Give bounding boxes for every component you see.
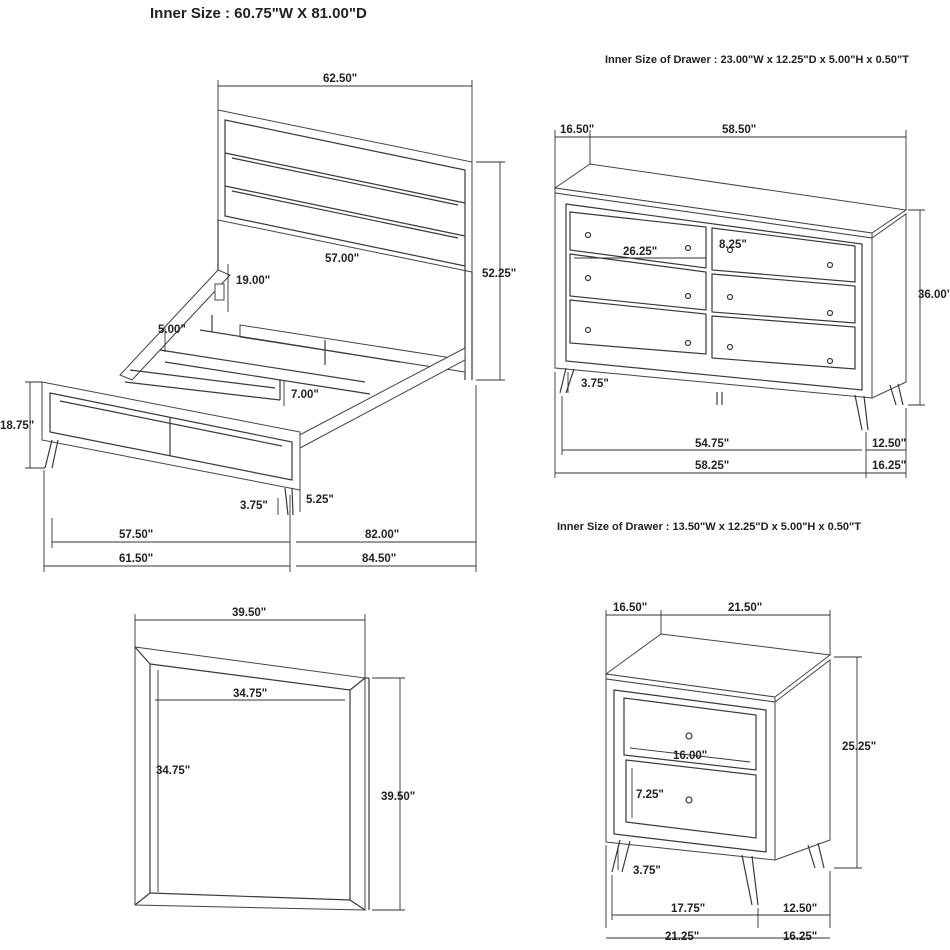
dresser-overall-width-label: 58.25" [695, 460, 729, 472]
nightstand-case-width-label: 17.75" [671, 903, 705, 915]
nightstand-drawer-height-label: 7.25" [636, 789, 664, 801]
dresser-overall-depth-label: 16.25" [872, 460, 906, 472]
dresser-base-depth-label: 12.50" [872, 438, 906, 450]
bed-center-leg-label: 7.00" [291, 389, 319, 401]
mirror-width-label: 39.50" [232, 607, 266, 619]
bed-inner-width-label: 57.50" [119, 529, 153, 541]
nightstand-overall-width-label: 21.25" [665, 931, 699, 943]
dresser-drawing: 16.50" 58.50" 36.00" 26.25" 8.25" 3.75" … [553, 124, 950, 478]
bed-rail-height-label: 19.00" [236, 275, 270, 287]
bed-inner-size-title: Inner Size : 60.75"W X 81.00"D [150, 5, 367, 22]
dresser-drawer-inner-size: Inner Size of Drawer : 23.00"W x 12.25"D… [605, 54, 909, 66]
bed-drawing: 62.50" 52.25" 57.00" 19.00" 5.00" 7.00" … [0, 73, 516, 572]
bed-panel-width-label: 57.00" [325, 253, 359, 265]
bed-footboard-height-label: 18.75" [0, 420, 34, 432]
nightstand-base-depth-label: 12.50" [783, 903, 817, 915]
nightstand-leg-height-label: 3.75" [633, 865, 661, 877]
bed-headboard-height-label: 52.25" [482, 268, 516, 280]
nightstand-drawer-width-label: 16.00" [673, 750, 707, 762]
bed-rail-drop-label: 5.25" [306, 494, 334, 506]
nightstand-top-width-label: 21.50" [728, 602, 762, 614]
dresser-drawer-height-label: 8.25" [719, 239, 747, 251]
mirror-inner-height-label: 34.75" [156, 765, 190, 777]
mirror-height-label: 39.50" [381, 791, 415, 803]
nightstand-top-depth-label: 16.50" [613, 602, 647, 614]
nightstand-height-label: 25.25" [842, 741, 876, 753]
bed-slat-gap-label: 5.00" [158, 324, 186, 336]
dresser-top-depth-label: 16.50" [560, 124, 594, 136]
nightstand-drawing: 16.50" 21.50" 25.25" 16.00" 7.25" 3.75" … [604, 602, 876, 943]
dresser-drawer-width-label: 26.25" [623, 246, 657, 258]
mirror-inner-width-label: 34.75" [233, 688, 267, 700]
dresser-leg-height-label: 3.75" [581, 378, 609, 390]
dresser-top-width-label: 58.50" [722, 124, 756, 136]
bed-leg-height-label: 3.75" [240, 500, 268, 512]
nightstand-drawer-inner-size: Inner Size of Drawer : 13.50"W x 12.25"D… [557, 521, 861, 533]
bed-headboard-width-label: 62.50" [323, 73, 357, 85]
dresser-height-label: 36.00" [918, 289, 950, 301]
bed-overall-length-label: 84.50" [362, 553, 396, 565]
nightstand-overall-depth-label: 16.25" [783, 931, 817, 943]
bed-overall-width-label: 61.50" [119, 553, 153, 565]
dresser-case-width-label: 54.75" [695, 438, 729, 450]
mirror-drawing: 39.50" 39.50" 34.75" 34.75" [134, 607, 415, 911]
bed-inner-length-label: 82.00" [365, 529, 399, 541]
